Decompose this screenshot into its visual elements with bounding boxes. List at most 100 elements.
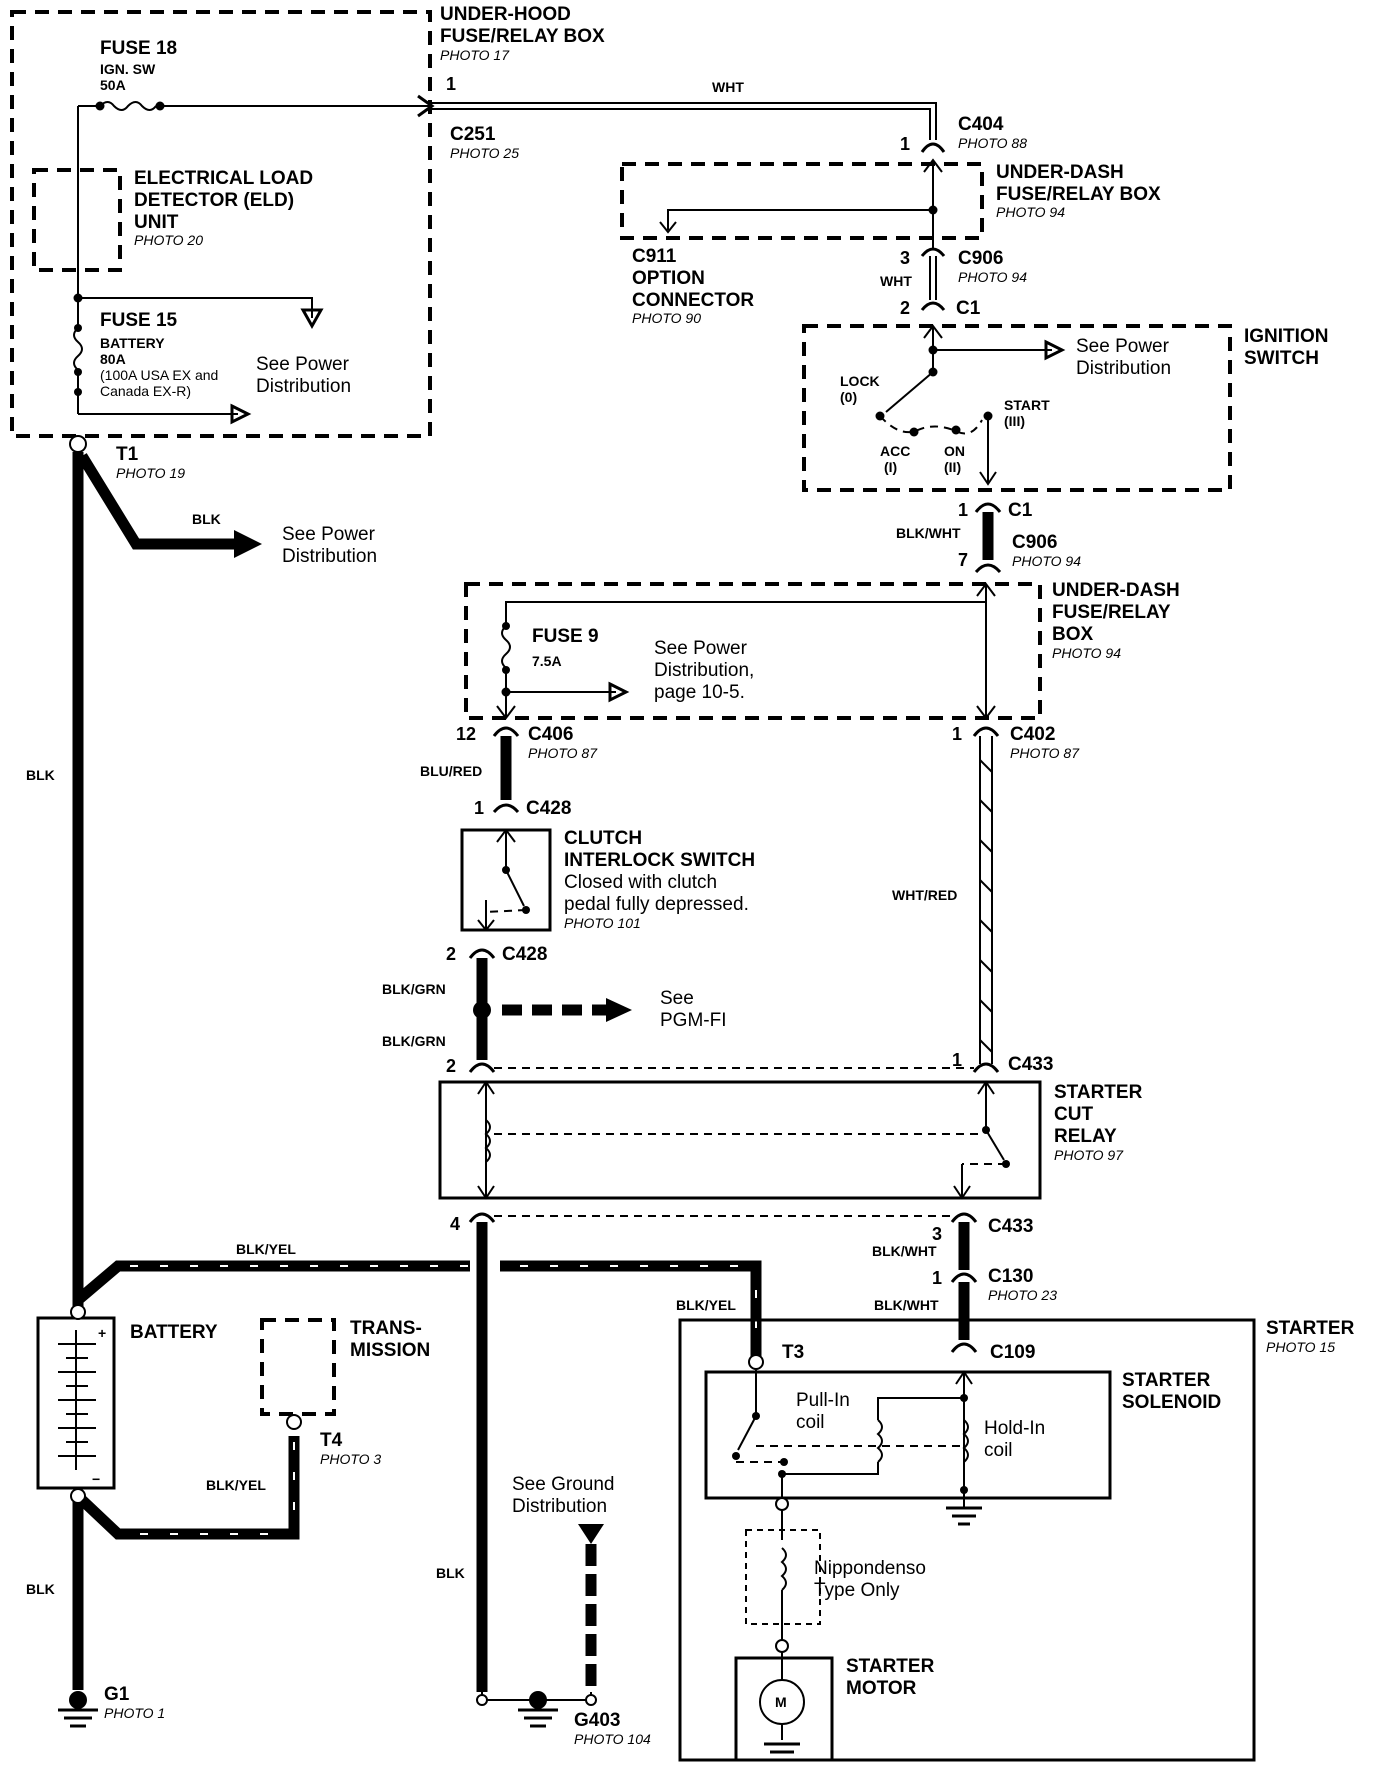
starter-cut-coil [484,1119,491,1163]
clutch-desc-2: pedal fully depressed. [564,894,749,915]
under-dash-2-see-2: Distribution, [654,660,754,681]
c433-bottom-pin-right: 3 [932,1224,942,1244]
c130-photo: PHOTO 23 [988,1287,1057,1303]
c906-top-wire: WHT [880,273,912,289]
eld-photo: PHOTO 20 [134,232,203,248]
c251-arrow-in [417,94,435,118]
fuse15-title: FUSE 15 [100,310,178,331]
t1-wire: BLK [192,511,221,527]
nippondenso-line2: Type Only [814,1580,900,1601]
starter-cut-photo: PHOTO 97 [1054,1147,1124,1163]
blk-left-label: BLK [26,767,55,783]
pgm-fi-line1: See [660,988,694,1009]
c406-name: C406 [528,724,573,745]
under-dash-2-photo: PHOTO 94 [1052,645,1121,661]
c906-top-name: C906 [958,248,1003,269]
c433-top-right-connector [972,1062,1000,1073]
battery-label: BATTERY [130,1322,218,1343]
t3-label: T3 [782,1342,804,1363]
ignition-start-2: (III) [1004,413,1025,429]
t1-see-2: Distribution [282,546,377,567]
c428-top-connector [492,803,520,814]
under-hood-fuse-relay-box-outline [10,10,432,438]
c428-bottom-pin: 2 [446,944,456,964]
c109-connector [950,1342,978,1353]
c251-name: C251 [450,124,496,145]
blk-yel-top-label: BLK/YEL [236,1241,296,1257]
c404-connector [920,142,946,153]
motor-ground-symbol [764,1742,800,1762]
fuse18-sub2: 50A [100,77,126,93]
starter-cut-relay-outline [438,1080,1042,1200]
t4-terminal [286,1414,302,1430]
c402-photo: PHOTO 87 [1010,745,1080,761]
c404-photo: PHOTO 88 [958,135,1027,151]
under-dash-1-line1: UNDER-DASH [996,162,1124,183]
blk-mid-label: BLK [436,1565,465,1581]
c433-top-pin-right: 1 [952,1050,962,1070]
c1-top-connector [920,301,946,311]
pull-in-line2: coil [796,1412,825,1433]
solenoid-line1: STARTER [1122,1370,1211,1391]
eld-line2: DETECTOR (ELD) [134,190,294,211]
fuse15-see-power-2: Distribution [256,376,351,397]
ignition-see-2: Distribution [1076,358,1171,379]
ignition-lock-1: LOCK [840,373,880,389]
under-dash-2-line1: UNDER-DASH [1052,580,1180,601]
c433-bottom-wire: BLK/WHT [872,1243,937,1259]
ignition-start-1: START [1004,397,1050,413]
nippondenso-outline [745,1529,821,1625]
under-dash-2-line3: BOX [1052,624,1094,645]
ignition-on-2: (II) [944,459,961,475]
c428-bottom-name: C428 [502,944,547,965]
fuse15-sub3: (100A USA EX and [100,367,218,383]
t1-name: T1 [116,444,139,465]
blk-lower-left-label: BLK [26,1581,55,1597]
c428-bottom-connector [468,948,496,959]
c906-bottom-name: C906 [1012,532,1057,553]
c906-top-photo: PHOTO 94 [958,269,1027,285]
solenoid-line2: SOLENOID [1122,1392,1221,1413]
motor-line1: STARTER [846,1656,935,1677]
t4-name: T4 [320,1430,343,1451]
under-dash-box-2-outline [464,582,1042,720]
c130-name: C130 [988,1266,1033,1287]
wht-top-wire [432,102,937,140]
pgm-fi-line2: PGM-FI [660,1010,727,1031]
starter-title: STARTER [1266,1318,1355,1339]
battery-plus: + [98,1325,106,1341]
pull-in-line1: Pull-In [796,1390,850,1411]
under-hood-box-title-2: FUSE/RELAY BOX [440,26,605,47]
c402-connector [972,726,1000,737]
g1-name: G1 [104,1684,130,1705]
battery-minus: − [92,1471,100,1487]
nippondenso-coil [780,1547,787,1591]
hold-in-coil [962,1419,969,1463]
c406-pin: 12 [456,724,476,744]
c404-pin: 1 [900,134,910,154]
c1-top-pin: 2 [900,298,910,318]
c433-bottom-right-connector [950,1212,978,1223]
c911-photo: PHOTO 90 [632,310,701,326]
eld-unit-outline [32,168,122,272]
c406-photo: PHOTO 87 [528,745,598,761]
c130-pin: 1 [932,1268,942,1288]
c433-top-name: C433 [1008,1054,1053,1075]
c906-top-pin: 3 [900,248,910,268]
eld-line1: ELECTRICAL LOAD [134,168,313,189]
eld-line3: UNIT [134,212,179,233]
c251-photo: PHOTO 25 [450,145,519,161]
clutch-desc-1: Closed with clutch [564,872,717,893]
transmission-line2: MISSION [350,1340,430,1361]
blk-yel-t4-label: BLK/YEL [206,1477,266,1493]
fuse18-sub1: IGN. SW [100,61,156,77]
g1-photo: PHOTO 1 [104,1705,165,1721]
starter-cut-line2: CUT [1054,1104,1093,1125]
c130-wire: BLK/WHT [874,1297,939,1313]
c911-line3: CONNECTOR [632,290,754,311]
wht-top-label: WHT [712,79,744,95]
wht-red-wire [979,736,993,1064]
motor-line2: MOTOR [846,1678,917,1699]
under-dash-box-1-outline [620,162,984,240]
